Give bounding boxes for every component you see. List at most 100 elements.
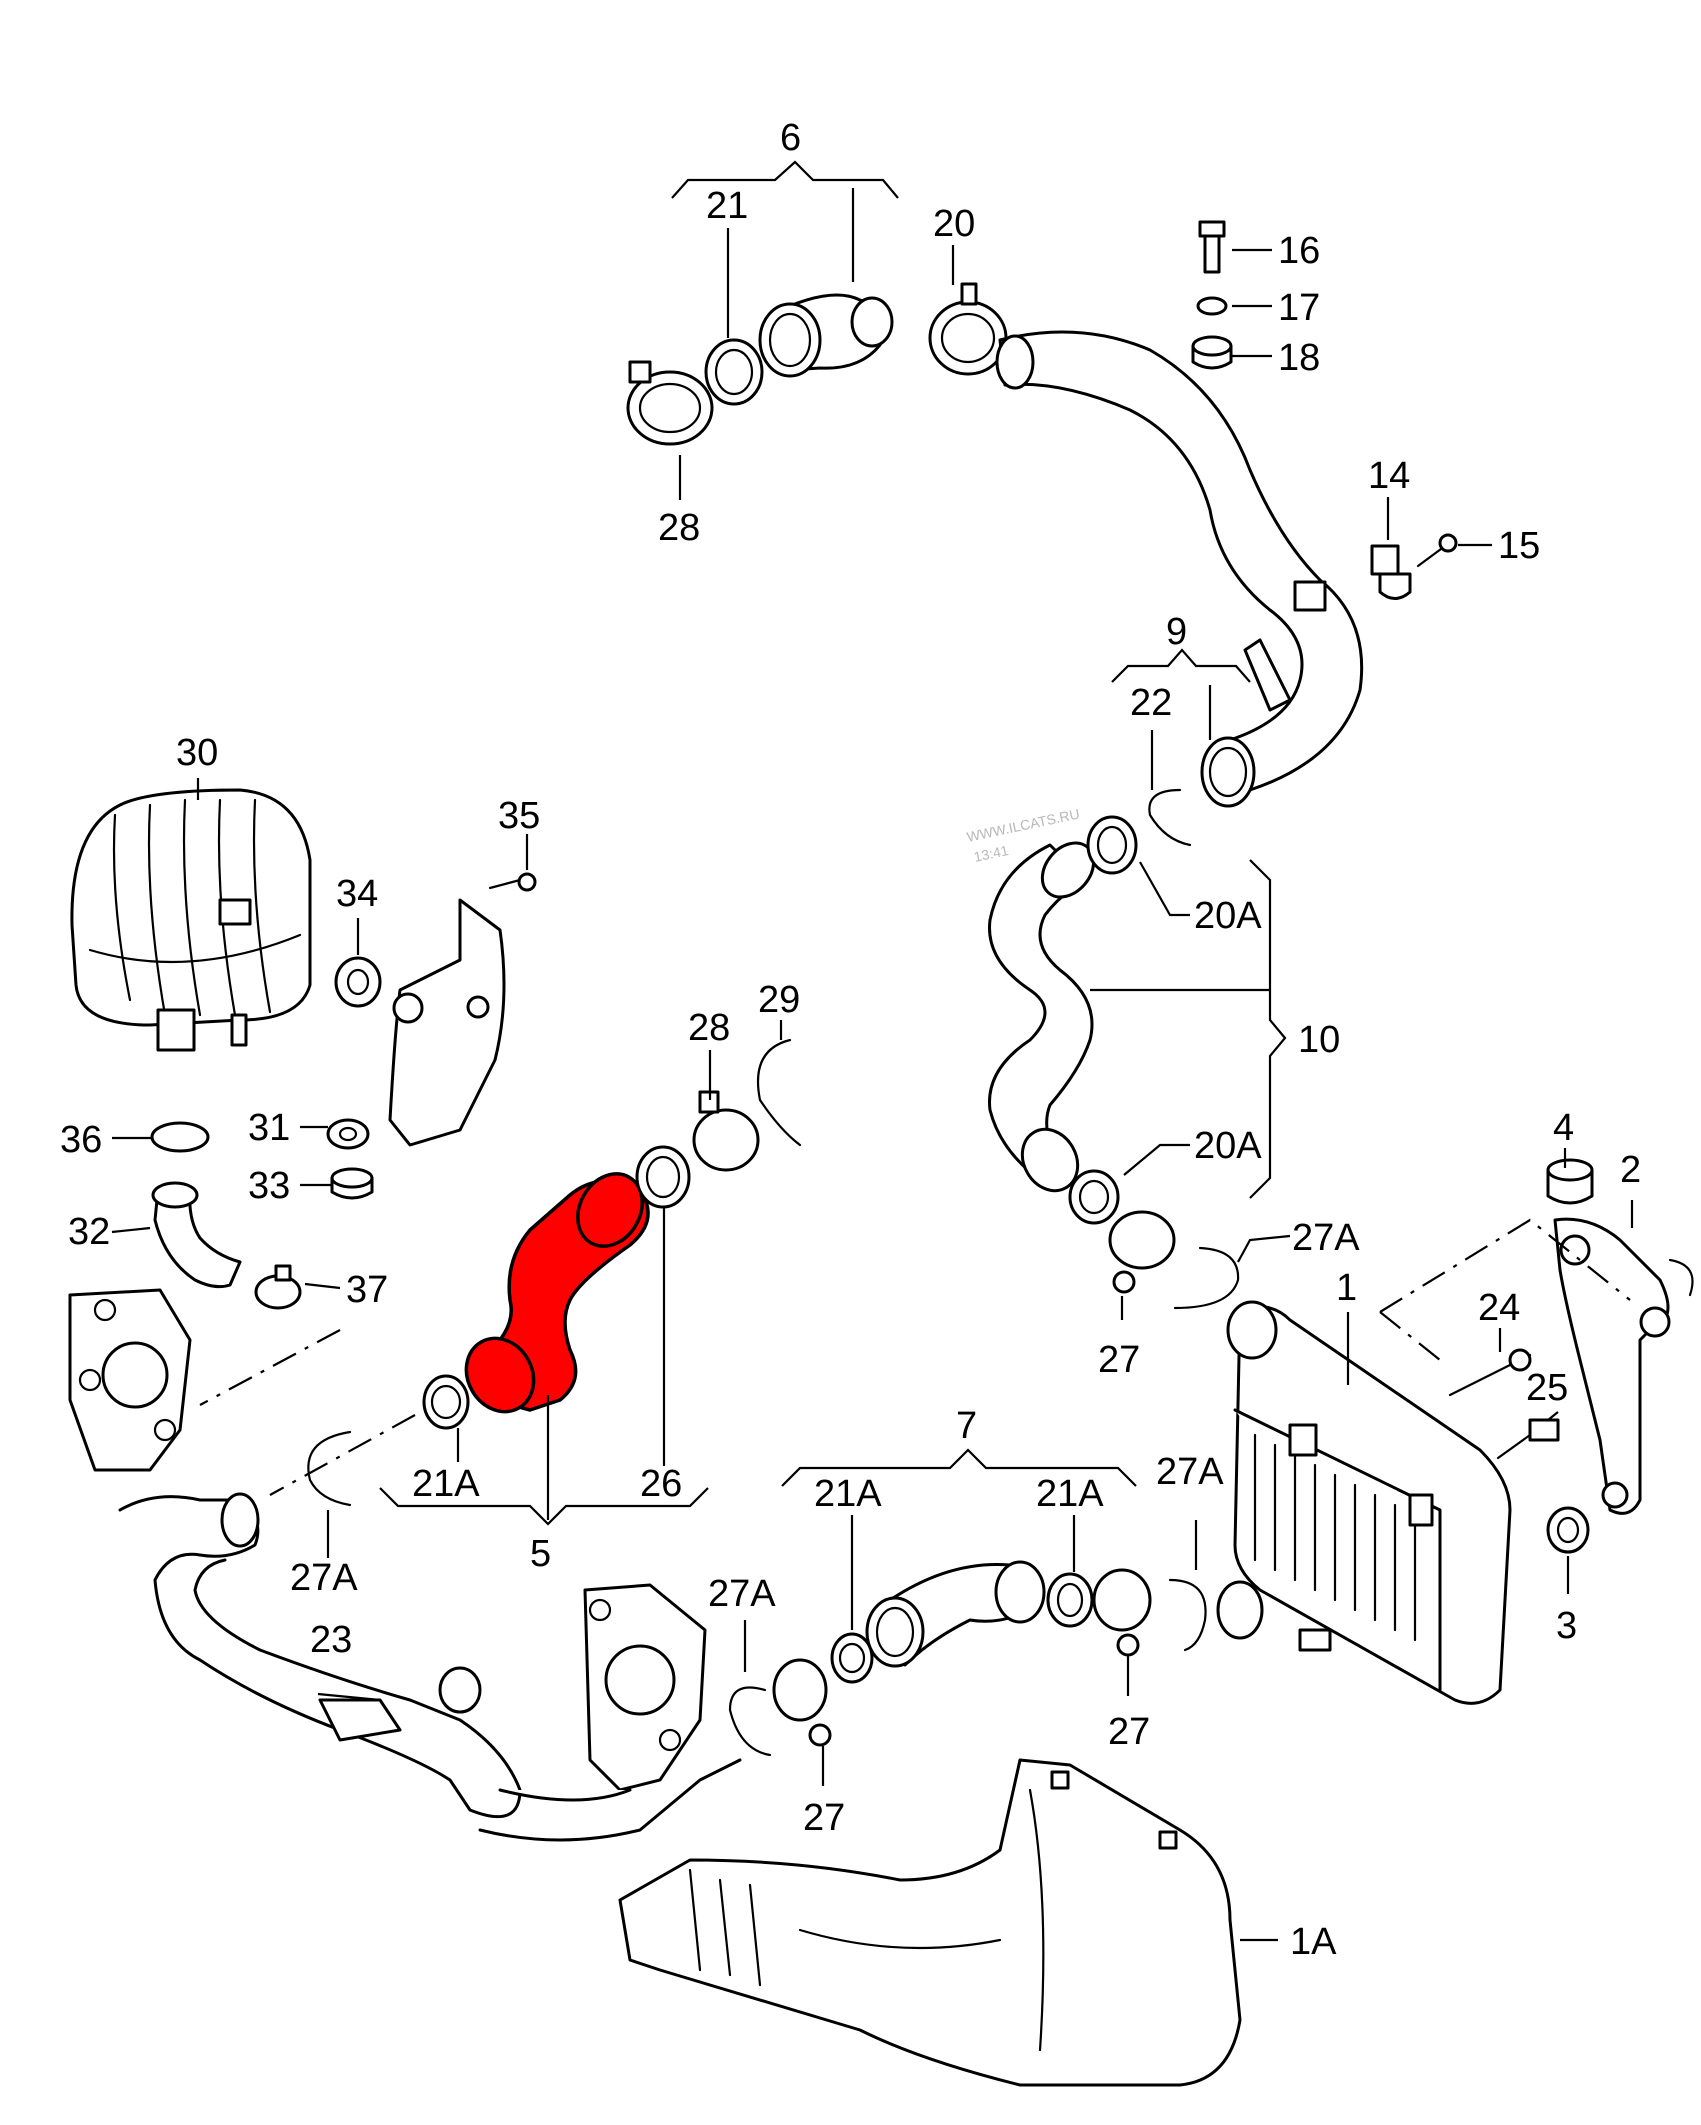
ring-21A-lower-right[interactable] bbox=[1046, 1572, 1094, 1628]
clamp-20[interactable] bbox=[928, 282, 1008, 376]
washer-17[interactable] bbox=[1196, 296, 1228, 316]
group-bracket-7 bbox=[781, 1448, 1137, 1487]
group-bracket-9 bbox=[1111, 648, 1251, 683]
label-10: 10 bbox=[1298, 1019, 1340, 1061]
label-16: 16 bbox=[1278, 230, 1320, 272]
label-28-upper: 28 bbox=[658, 507, 700, 549]
bracket-31[interactable] bbox=[388, 898, 506, 1147]
ring-21[interactable] bbox=[704, 338, 764, 406]
label-6: 6 bbox=[780, 117, 801, 159]
lower-flange-pipe[interactable] bbox=[478, 1583, 742, 1842]
main-charge-pipe[interactable] bbox=[995, 330, 1364, 808]
spring-clip-27A-lower-right[interactable] bbox=[1168, 1578, 1207, 1652]
label-1A: 1A bbox=[1290, 1921, 1337, 1963]
clamp-27-mid[interactable] bbox=[1092, 1568, 1152, 1657]
label-25: 25 bbox=[1526, 1367, 1568, 1409]
ring-20A-lower[interactable] bbox=[1068, 1169, 1120, 1225]
spring-clip-27A-right[interactable] bbox=[1173, 1246, 1240, 1310]
assembly-lines bbox=[199, 1218, 1631, 1496]
label-27A-lower-left: 27A bbox=[708, 1573, 776, 1615]
bolt-16[interactable] bbox=[1198, 220, 1226, 274]
watermark-time: 13:41 bbox=[972, 842, 1010, 865]
upper-pipe-6[interactable] bbox=[758, 293, 894, 378]
hose-5-highlighted[interactable] bbox=[453, 1162, 655, 1424]
clamp-37[interactable] bbox=[254, 1264, 302, 1310]
ring-21A-lower-left[interactable] bbox=[830, 1632, 874, 1684]
label-34: 34 bbox=[336, 873, 378, 915]
ring-21A-hose5[interactable] bbox=[422, 1374, 470, 1430]
spring-clip-27A-left[interactable] bbox=[307, 1430, 352, 1507]
label-27A-right: 27A bbox=[1292, 1217, 1360, 1259]
screw-15[interactable] bbox=[1416, 533, 1458, 568]
lower-pipe-7[interactable] bbox=[865, 1560, 1046, 1668]
label-20A-lower: 20A bbox=[1194, 1125, 1262, 1167]
reservoir-30[interactable] bbox=[70, 788, 312, 1052]
group-bracket-10 bbox=[1249, 859, 1287, 1199]
label-2: 2 bbox=[1620, 1149, 1641, 1191]
grommet-34[interactable] bbox=[334, 956, 382, 1008]
sensor-14[interactable] bbox=[1370, 544, 1412, 600]
label-28-lower: 28 bbox=[688, 1007, 730, 1049]
clamp-28-upper[interactable] bbox=[626, 360, 714, 446]
label-23: 23 bbox=[310, 1619, 352, 1661]
label-32: 32 bbox=[68, 1211, 110, 1253]
rivet-24[interactable] bbox=[1448, 1348, 1532, 1397]
label-15: 15 bbox=[1498, 525, 1540, 567]
label-29: 29 bbox=[758, 979, 800, 1021]
label-3: 3 bbox=[1556, 1605, 1577, 1647]
washer-31[interactable] bbox=[326, 1118, 370, 1150]
label-14: 14 bbox=[1368, 455, 1410, 497]
label-20: 20 bbox=[933, 203, 975, 245]
label-31: 31 bbox=[248, 1107, 290, 1149]
label-21A-hose5: 21A bbox=[412, 1463, 480, 1505]
label-36: 36 bbox=[60, 1119, 102, 1161]
label-27A-lower-right: 27A bbox=[1156, 1451, 1224, 1493]
hose-10[interactable] bbox=[988, 833, 1105, 1201]
label-18: 18 bbox=[1278, 337, 1320, 379]
callout-labels: 6 21 20 16 17 18 28 14 15 9 22 30 35 34 … bbox=[60, 117, 1641, 1963]
clamp-27-lower[interactable] bbox=[772, 1658, 832, 1747]
clamp-28-lower[interactable] bbox=[692, 1090, 760, 1172]
watermark-site: WWW.ILCATS.RU bbox=[965, 805, 1081, 845]
label-22: 22 bbox=[1130, 682, 1172, 724]
grommet-3[interactable] bbox=[1546, 1506, 1590, 1554]
spring-clip-29[interactable] bbox=[756, 1038, 802, 1147]
label-37: 37 bbox=[346, 1269, 388, 1311]
label-20A-upper: 20A bbox=[1194, 895, 1262, 937]
label-7: 7 bbox=[956, 1405, 977, 1447]
label-26: 26 bbox=[640, 1463, 682, 1505]
label-30: 30 bbox=[176, 732, 218, 774]
hose-32[interactable] bbox=[151, 1181, 242, 1289]
clamp-27-upper[interactable] bbox=[1108, 1210, 1176, 1294]
label-9: 9 bbox=[1166, 611, 1187, 653]
label-1: 1 bbox=[1336, 1267, 1357, 1309]
group-bracket-6 bbox=[671, 160, 899, 199]
grommet-18[interactable] bbox=[1191, 335, 1233, 370]
bracket-2[interactable] bbox=[1553, 1217, 1694, 1515]
label-27-mid: 27 bbox=[1108, 1711, 1150, 1753]
leader-lines bbox=[111, 188, 1634, 1942]
spring-clip-27A-lower-left[interactable] bbox=[728, 1686, 772, 1757]
label-21A-lower-left: 21A bbox=[814, 1473, 882, 1515]
ring-22[interactable] bbox=[1148, 788, 1192, 847]
intercooler-1[interactable] bbox=[1216, 1300, 1512, 1705]
label-4: 4 bbox=[1553, 1107, 1574, 1149]
label-17: 17 bbox=[1278, 287, 1320, 329]
label-24: 24 bbox=[1478, 1287, 1520, 1329]
grommet-4[interactable] bbox=[1546, 1158, 1594, 1205]
bolt-25[interactable] bbox=[1496, 1418, 1560, 1460]
label-35: 35 bbox=[498, 795, 540, 837]
left-flange-pipe[interactable] bbox=[68, 1288, 522, 1819]
ring-26[interactable] bbox=[635, 1145, 691, 1209]
grommet-33[interactable] bbox=[330, 1167, 374, 1200]
label-21A-lower-right: 21A bbox=[1036, 1473, 1104, 1515]
group-bracket-5 bbox=[379, 1487, 709, 1526]
label-21: 21 bbox=[706, 185, 748, 227]
air-duct-1A[interactable] bbox=[618, 1758, 1242, 2087]
label-5: 5 bbox=[530, 1533, 551, 1575]
label-27A-left: 27A bbox=[290, 1557, 358, 1599]
clamp-36[interactable] bbox=[150, 1121, 210, 1153]
bolt-35[interactable] bbox=[488, 872, 537, 892]
ring-20A-upper[interactable] bbox=[1086, 815, 1138, 875]
